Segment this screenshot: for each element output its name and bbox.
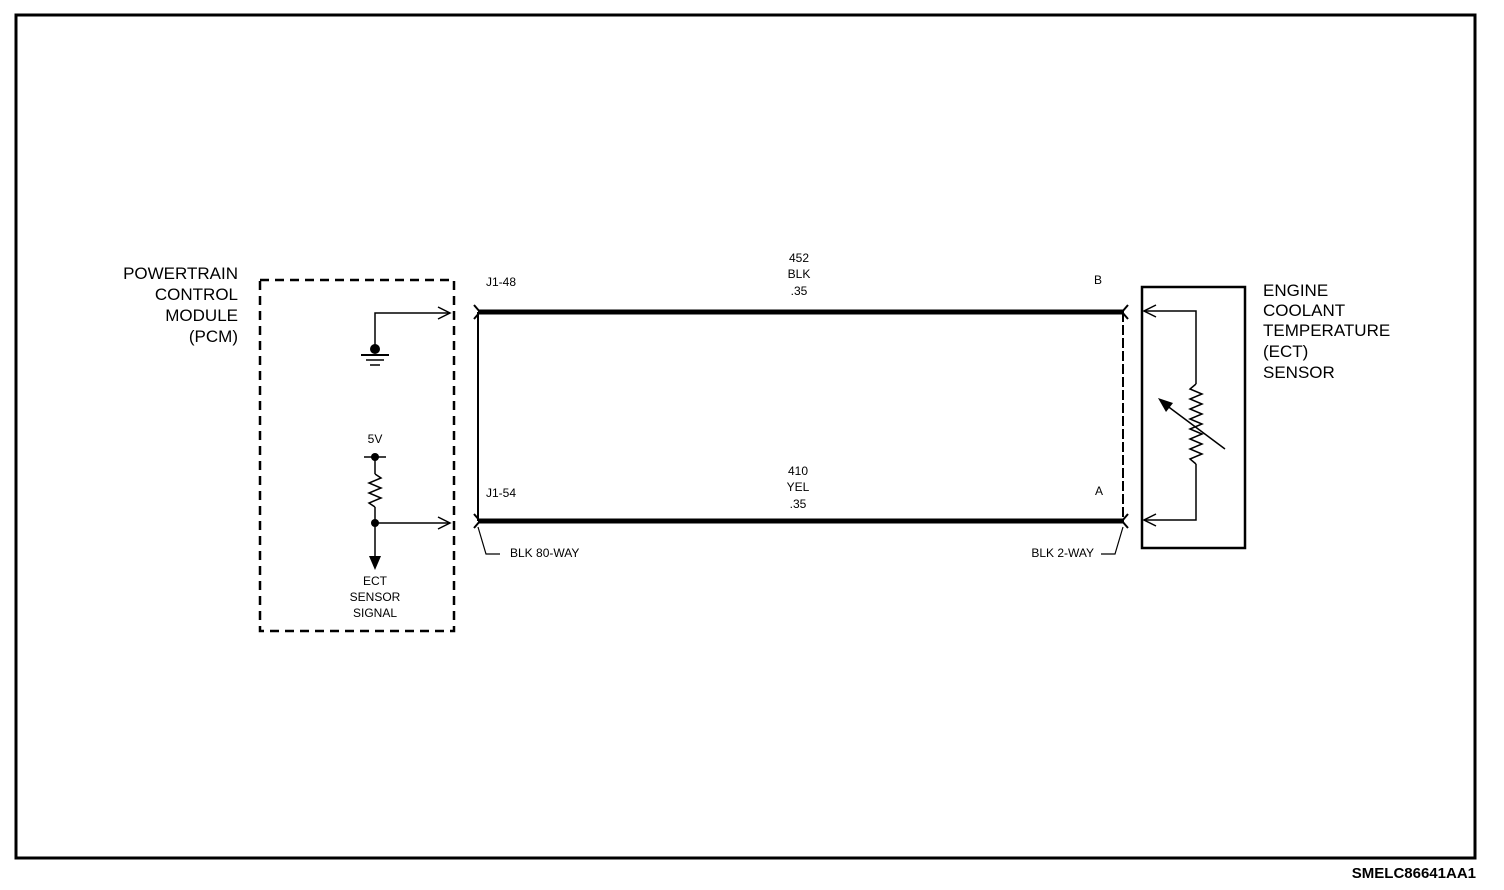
pin-a: A — [1095, 484, 1103, 498]
top-wire-color: BLK — [788, 267, 811, 281]
bottom-wire-color: YEL — [787, 480, 810, 494]
thermistor-symbol — [1142, 304, 1226, 527]
wire-harness — [473, 304, 1129, 529]
pin-b: B — [1094, 273, 1102, 287]
pin-j1-54: J1-54 — [486, 486, 516, 500]
ect-signal-line-1: ECT — [363, 574, 388, 588]
reference-code: SMELC86641AA1 — [1352, 865, 1476, 882]
pcm-label-line-1: POWERTRAIN — [123, 264, 238, 283]
bottom-wire-circuit: 410 — [788, 464, 808, 478]
ect-label-line-3: TEMPERATURE — [1263, 321, 1390, 340]
pin-j1-48: J1-48 — [486, 275, 516, 289]
ect-label-line-1: ENGINE — [1263, 281, 1328, 300]
pcm-connector-label: BLK 80-WAY — [510, 546, 579, 560]
voltage-label: 5V — [368, 432, 383, 446]
bottom-wire-gauge: .35 — [790, 497, 807, 511]
pcm-pullup-resistor — [364, 453, 452, 570]
pcm-label-line-4: (PCM) — [189, 327, 238, 346]
ect-signal-line-3: SIGNAL — [353, 606, 397, 620]
ect-label-line-2: COOLANT — [1263, 301, 1345, 320]
pcm-label-line-3: MODULE — [165, 306, 238, 325]
ect-label-line-4: (ECT) — [1263, 342, 1308, 361]
diagram-frame — [14, 13, 1477, 860]
ect-sensor-label: ENGINE COOLANT TEMPERATURE (ECT) SENSOR — [1263, 281, 1390, 382]
top-wire-gauge: .35 — [791, 284, 808, 298]
top-wire-circuit: 452 — [789, 251, 809, 265]
ect-signal-label: ECT SENSOR SIGNAL — [350, 574, 401, 620]
ect-signal-line-2: SENSOR — [350, 590, 401, 604]
pcm-label: POWERTRAIN CONTROL MODULE (PCM) — [123, 264, 238, 346]
pcm-ground-circuit — [361, 306, 452, 366]
pcm-label-line-2: CONTROL — [155, 285, 238, 304]
pcm-module-box — [258, 278, 456, 633]
ect-sensor-box — [1140, 285, 1247, 550]
sensor-connector-label: BLK 2-WAY — [1031, 546, 1094, 560]
ect-label-line-5: SENSOR — [1263, 363, 1335, 382]
